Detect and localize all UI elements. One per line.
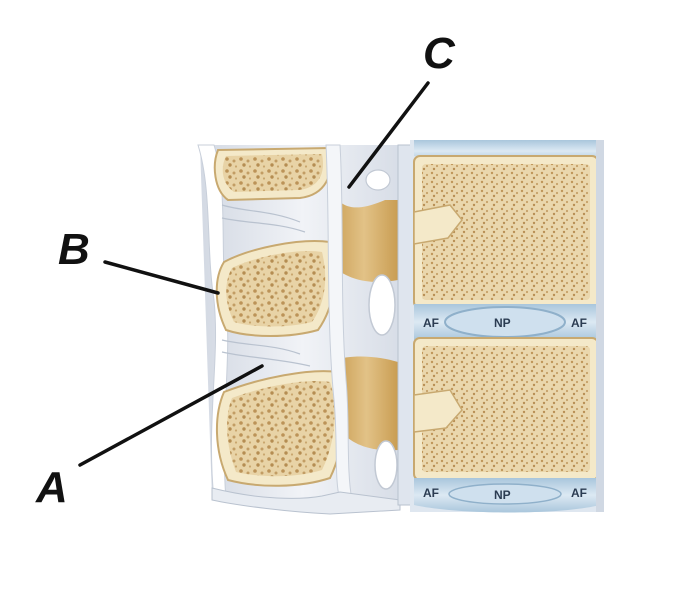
disc-lower-af-right: AF — [571, 486, 587, 500]
anterior-column: AF NP AF AF NP AF — [410, 140, 604, 513]
anterior-longitudinal-ligament — [596, 140, 604, 512]
disc-lower-np: NP — [494, 488, 511, 502]
label-b: B — [58, 228, 90, 272]
notch-upper — [366, 170, 390, 190]
disc-upper-af-right: AF — [571, 316, 587, 330]
leader-line-b — [105, 262, 218, 293]
disc-upper-np: NP — [494, 316, 511, 330]
label-c: C — [423, 32, 455, 76]
posterior-column — [198, 145, 405, 514]
disc-upper-af-left: AF — [423, 316, 439, 330]
intervertebral-foramen-lower — [375, 441, 397, 489]
intervertebral-foramen-upper — [369, 275, 395, 335]
label-a: A — [36, 466, 68, 510]
disc-lower-af-left: AF — [423, 486, 439, 500]
